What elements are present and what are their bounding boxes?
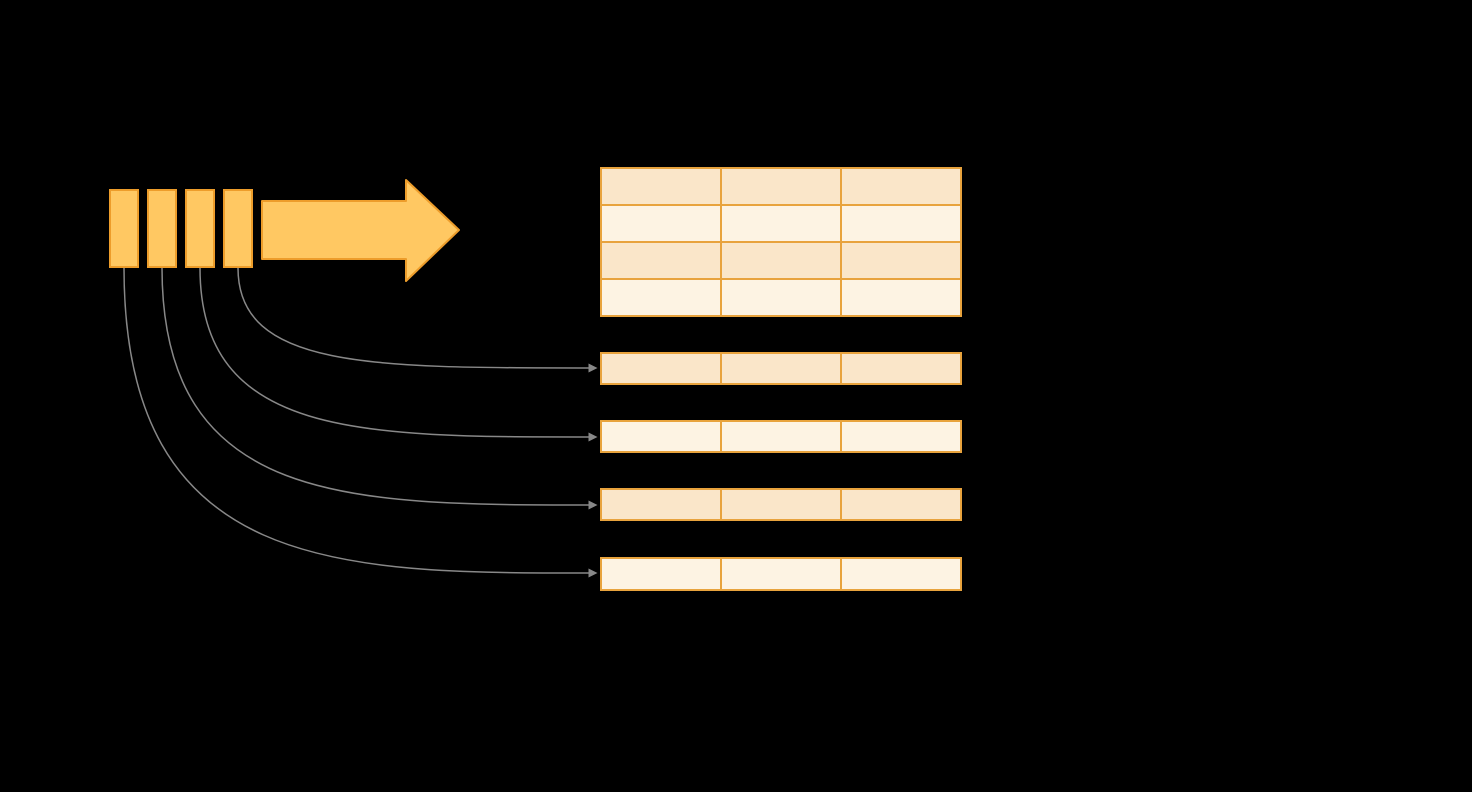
table-cell (842, 559, 960, 589)
table-cell (842, 354, 960, 383)
stream-segment-4 (223, 189, 253, 268)
table-cell (722, 206, 842, 241)
table-cell (722, 559, 842, 589)
connector-arrow-4 (123, 267, 598, 578)
table-cell (602, 354, 722, 383)
row-table-4 (600, 557, 962, 591)
table-row (602, 169, 960, 206)
table-cell (722, 354, 842, 383)
table-cell (842, 422, 960, 451)
table-cell (602, 422, 722, 451)
table-cell (602, 206, 722, 241)
table-cell (602, 559, 722, 589)
table-cell (722, 280, 842, 315)
table-row (602, 354, 960, 383)
main-table (600, 167, 962, 317)
table-cell (722, 490, 842, 519)
table-row (602, 206, 960, 243)
flow-arrow (261, 179, 460, 282)
connector-arrow-2 (199, 267, 598, 442)
table-cell (722, 169, 842, 204)
table-row (602, 243, 960, 280)
row-table-1 (600, 352, 962, 385)
table-cell (602, 280, 722, 315)
connector-arrow-3 (161, 267, 598, 510)
row-table-2 (600, 420, 962, 453)
table-row (602, 422, 960, 451)
table-cell (842, 243, 960, 278)
stream-segment-3 (185, 189, 215, 268)
table-cell (722, 422, 842, 451)
table-cell (602, 490, 722, 519)
table-cell (842, 206, 960, 241)
table-cell (842, 169, 960, 204)
table-row (602, 280, 960, 315)
connector-arrow-1 (237, 267, 598, 373)
table-cell (602, 169, 722, 204)
table-cell (842, 280, 960, 315)
table-cell (722, 243, 842, 278)
table-cell (842, 490, 960, 519)
table-row (602, 559, 960, 589)
table-cell (602, 243, 722, 278)
stream-segment-1 (109, 189, 139, 268)
stream-segment-2 (147, 189, 177, 268)
table-row (602, 490, 960, 519)
row-table-3 (600, 488, 962, 521)
